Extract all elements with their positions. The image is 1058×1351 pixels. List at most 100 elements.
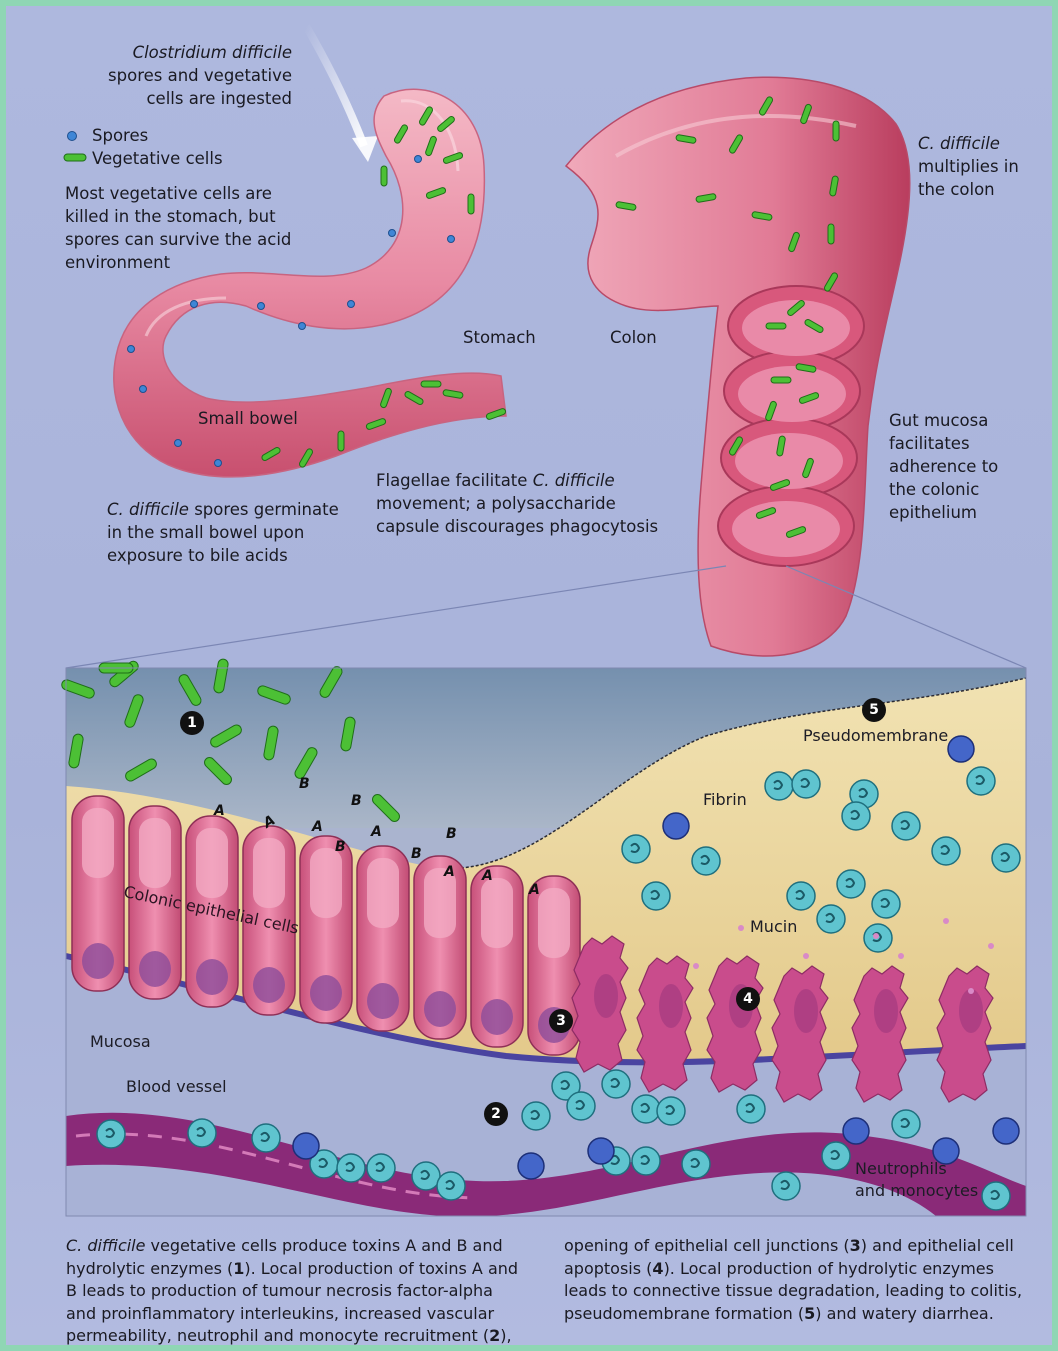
caption-right-line-3: leads to connective tissue degradation, … [564,1281,1022,1300]
fibrin-label: Fibrin [703,790,747,809]
ingestion-text-1: spores and vegetative [108,66,292,85]
neutrophil [982,1182,1010,1210]
caption-left-line-5a: permeability, neutrophil and monocyte re… [66,1326,489,1345]
caption-right-line-4a: pseudomembrane formation ( [564,1304,804,1323]
cell-vacuole [310,848,342,918]
neutrophil [892,812,920,840]
mucosa-note-3: adherence to [889,457,998,476]
toxin-label: B [411,846,422,862]
legend-spores-label: Spores [92,124,148,147]
small-bowel-label: Small bowel [198,407,298,430]
spore [299,323,306,330]
marker-1: 1 [180,711,204,735]
germination-text-3: exposure to bile acids [107,546,288,565]
cell-vacuole [253,838,285,908]
neutrophils-monocytes-label: Neutrophils and monocytes [855,1158,978,1202]
neutrophil [837,870,865,898]
neutrophil [632,1147,660,1175]
colon-multiplies-label: C. difficile multiplies in the colon [918,132,1019,201]
caption-right-line-2b: ). Local production of hydrolytic enzyme… [664,1259,994,1278]
cell-vacuole [538,888,570,958]
mucosa-note-5: epithelium [889,503,977,522]
neutrophil [642,882,670,910]
stomach-note-1: Most vegetative cells are [65,184,272,203]
monocyte [843,1118,869,1144]
neutrophil [967,767,995,795]
apoptotic-nucleus [874,989,898,1033]
apoptotic-nucleus [659,984,683,1028]
mucosa-note-1: Gut mucosa [889,411,988,430]
flagellae-species: C. difficile [533,471,615,490]
vegetative-cell [421,381,441,387]
toxin-label: A [444,864,455,880]
caption-right-line-1b: ) and epithelial cell [861,1236,1014,1255]
marker-4: 4 [736,987,760,1011]
neutrophil [602,1070,630,1098]
toxin-label: B [446,826,457,842]
marker-5: 5 [862,698,886,722]
vegetative-cell [338,431,344,451]
spore [191,301,198,308]
caption-ref-2: 2 [489,1326,500,1345]
toxin-label: A [482,868,493,884]
gut-mucosa-label: Gut mucosa facilitates adherence to the … [889,409,998,524]
cell-nucleus [310,975,342,1011]
neutrophil [412,1162,440,1190]
spore [258,303,265,310]
spore [415,156,422,163]
spore [175,440,182,447]
spore [448,236,455,243]
spore [128,346,135,353]
ingestion-text-2: cells are ingested [146,89,292,108]
colon-text-1: multiplies in [918,157,1019,176]
neutrophil [632,1095,660,1123]
flagellae-text-pre: Flagellae facilitate [376,471,533,490]
stomach-note: Most vegetative cells are killed in the … [65,182,291,274]
neutrophil [188,1119,216,1147]
apoptotic-cell [852,966,908,1102]
legend-vegetative-label: Vegetative cells [92,147,223,170]
germination-text-1: spores germinate [189,500,339,519]
toxin-label: A [312,819,323,835]
flagellae-text-1: movement; a polysaccharide [376,494,616,513]
caption-ref-1: 1 [233,1259,244,1278]
marker-3: 3 [549,1009,573,1033]
neutrophil [872,890,900,918]
neutrophil [932,837,960,865]
mucosa-note-2: facilitates [889,434,970,453]
toxin-label: B [351,793,362,809]
neutrophil [522,1102,550,1130]
cell-nucleus [82,943,114,979]
monocyte [993,1118,1019,1144]
cell-nucleus [424,991,456,1027]
toxin-label: A [529,882,540,898]
stomach-note-3: spores can survive the acid [65,230,291,249]
neutrophil [892,1110,920,1138]
spore [215,460,222,467]
monocyte [948,736,974,762]
ingestion-species: Clostridium difficile [133,43,292,62]
neutrophil [792,770,820,798]
cell-nucleus [253,967,285,1003]
neutrophil [367,1154,395,1182]
neutrophil [97,1120,125,1148]
neutrophil [992,844,1020,872]
neutrophils-text-2: and monocytes [855,1181,978,1200]
flagellae-text-2: capsule discourages phagocytosis [376,517,658,536]
vegetative-cell [828,224,834,244]
colon-text-2: the colon [918,180,995,199]
neutrophil [622,835,650,863]
caption-right-line-2a: apoptosis ( [564,1259,652,1278]
caption-left-line-1: vegetative cells produce toxins A and B … [145,1236,502,1255]
caption-ref-3: 3 [850,1236,861,1255]
germination-species: C. difficile [107,500,189,519]
caption-left-line-5b: ), [500,1326,511,1345]
cell-nucleus [139,951,171,987]
marker-2: 2 [484,1102,508,1126]
neutrophil [765,772,793,800]
toxin-label: B [335,839,346,855]
mucosa-note-4: the colonic [889,480,979,499]
colon-species: C. difficile [918,134,1000,153]
monocyte [293,1133,319,1159]
